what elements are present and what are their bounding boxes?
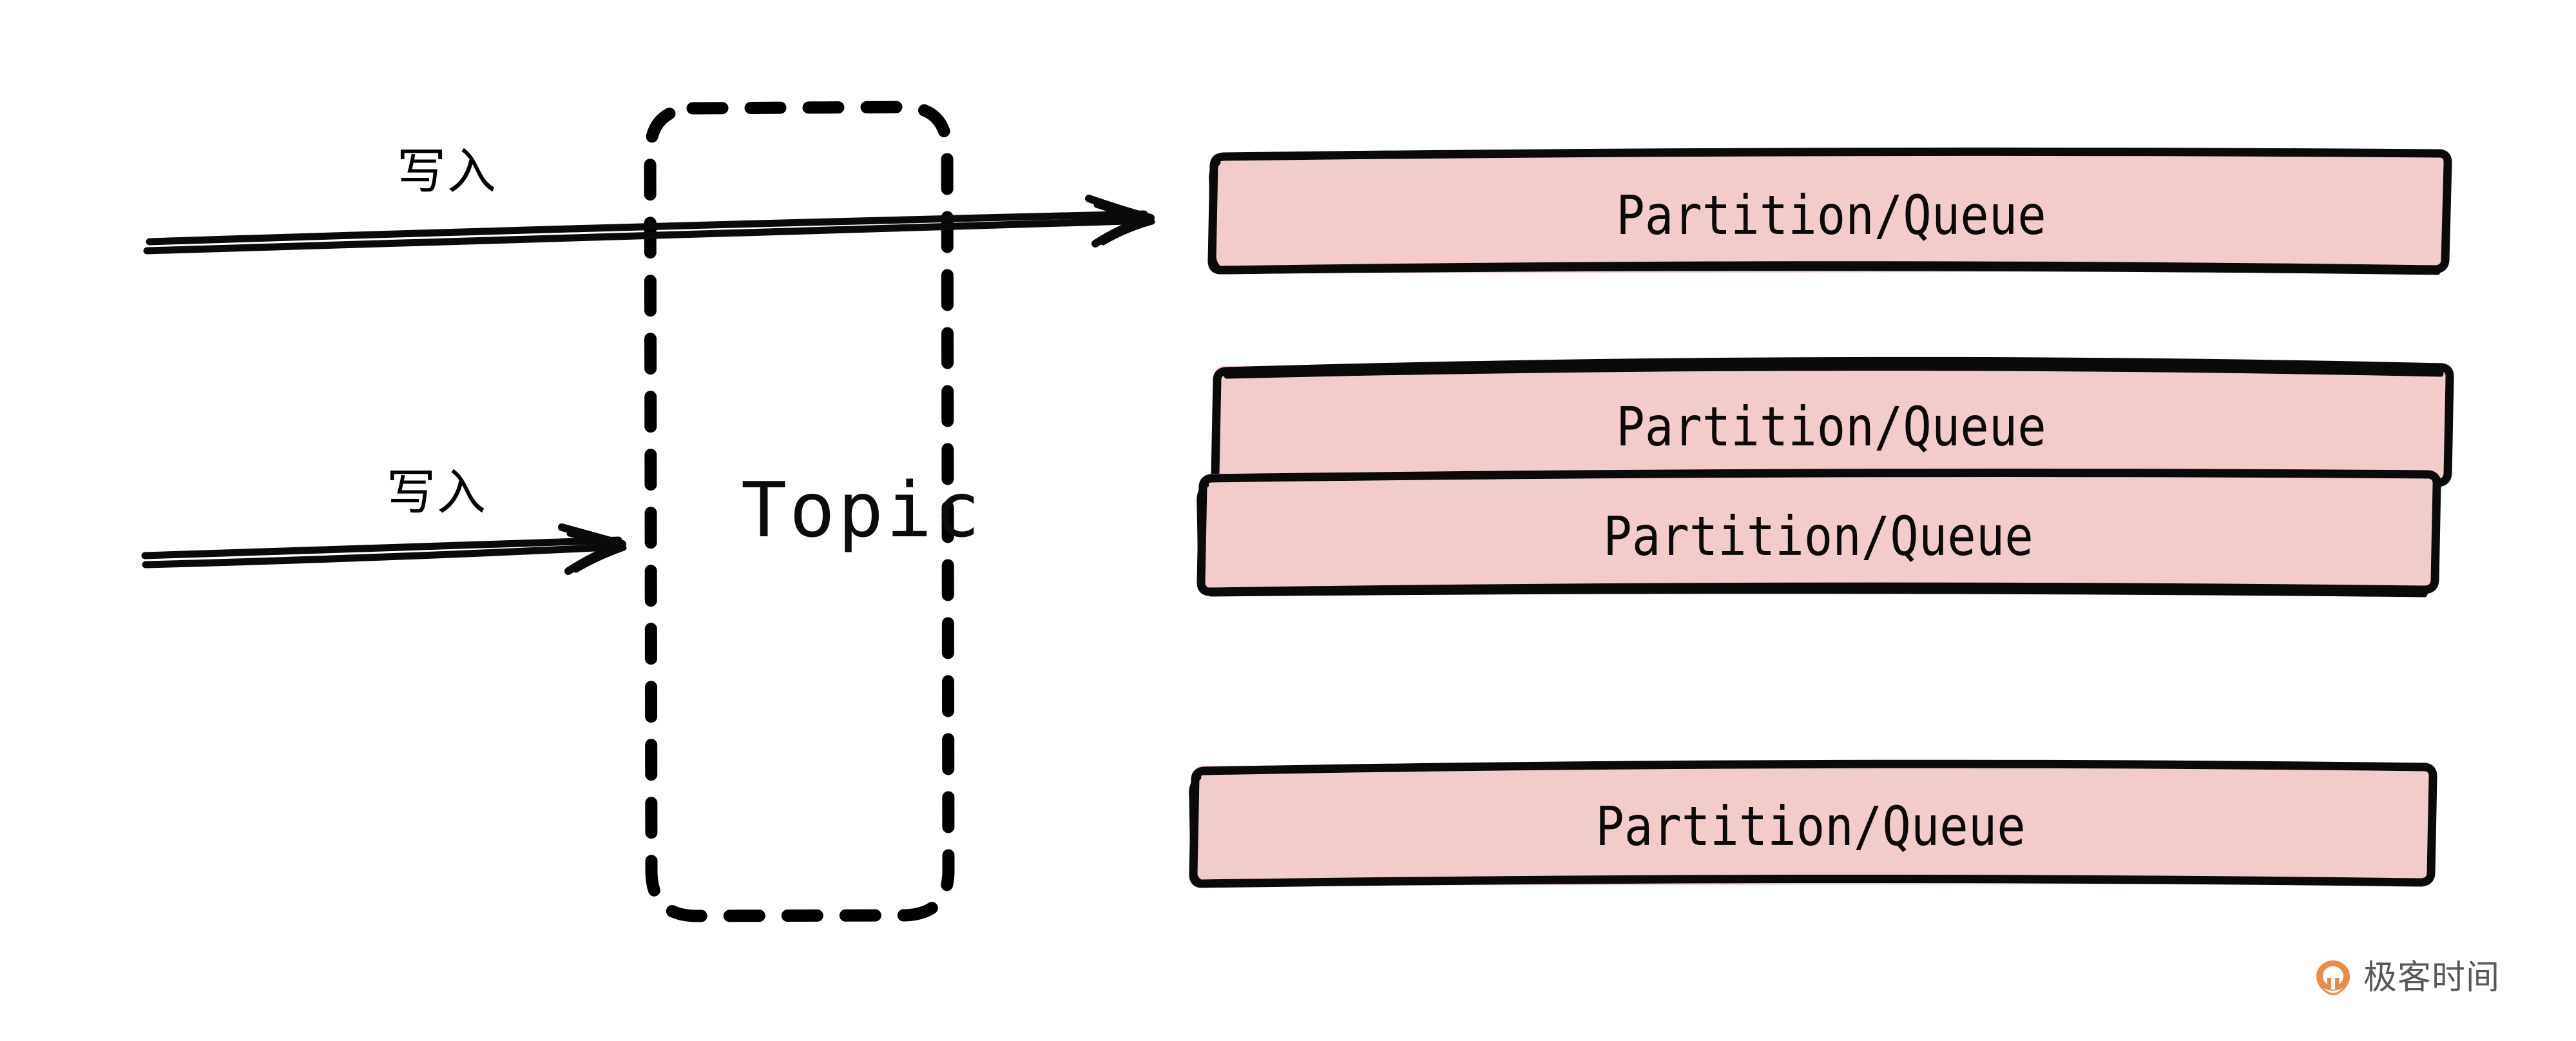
partition-label-4: Partition/Queue: [1595, 795, 2026, 858]
write-label-top: 写入: [397, 142, 497, 200]
write-arrow-top-head-a: [1085, 195, 1155, 248]
write-arrow-top-line-a: [146, 210, 1148, 246]
partition-box-4-fill: [1191, 763, 2436, 886]
watermark-text: 极客时间: [2363, 958, 2501, 997]
partition-box-1-outline-b: [1209, 159, 2441, 275]
geektime-logo-icon: [2314, 959, 2352, 997]
partition-box-1-fill: [1209, 150, 2448, 273]
write-arrow-top: [143, 195, 1155, 255]
write-arrow-bottom-line-b: [142, 543, 626, 569]
partition-box-3-outline-b: [1197, 482, 2428, 598]
partition-box-4[interactable]: [1189, 759, 2437, 888]
write-arrow-bottom-line-a: [141, 536, 622, 559]
topic-label: Topic: [741, 465, 983, 554]
partition-box-2-fill: [1212, 363, 2452, 486]
partition-box-3[interactable]: [1197, 469, 2441, 598]
topic-dashed-outline: [644, 101, 955, 922]
write-arrow-bottom: [141, 523, 627, 575]
write-label-bottom: 写入: [387, 463, 487, 521]
write-arrow-top-head-b: [1093, 202, 1155, 246]
partition-label-1: Partition/Queue: [1616, 184, 2046, 247]
partition-label-3: Partition/Queue: [1603, 505, 2033, 568]
write-arrow-bottom-head-a: [558, 523, 626, 575]
partition-box-4-outline-b: [1189, 774, 1207, 888]
watermark: 极客时间: [2314, 959, 2500, 997]
partition-box-3-fill: [1199, 471, 2439, 594]
partition-box-4-outline-a: [1189, 759, 2437, 888]
topic-box: [644, 101, 955, 922]
write-arrow-top-line-b: [143, 217, 1152, 255]
partition-box-2-outline-b: [1224, 365, 2444, 379]
write-arrow-bottom-head-b: [566, 530, 627, 573]
partition-box-1[interactable]: [1207, 147, 2452, 275]
partition-label-2: Partition/Queue: [1616, 395, 2046, 458]
